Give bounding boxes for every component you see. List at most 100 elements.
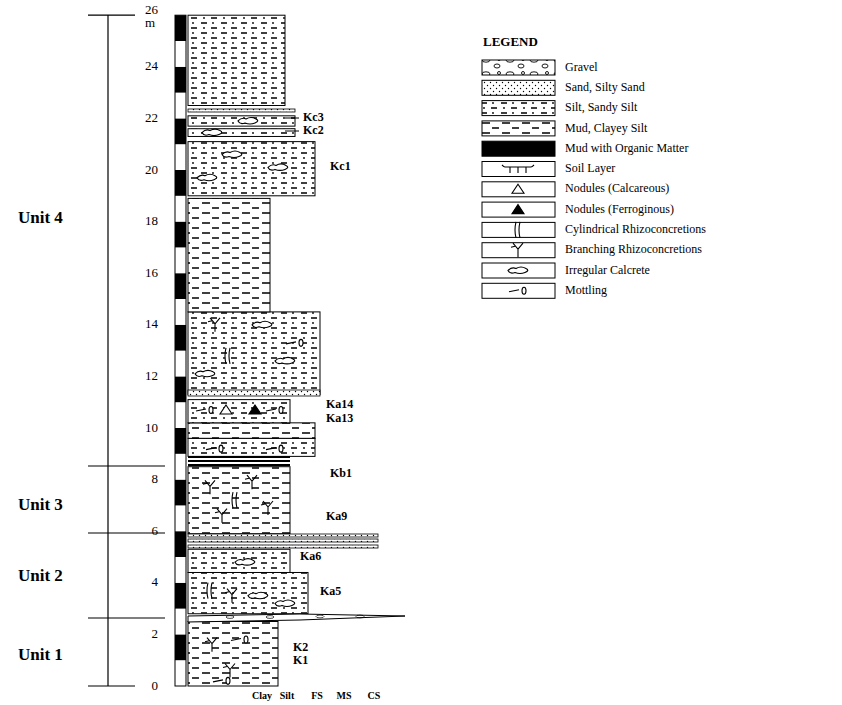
- unit-label: Unit 1: [18, 645, 63, 665]
- sand-layer: [188, 545, 378, 548]
- leader-line: [285, 118, 299, 131]
- unit-label: Unit 4: [18, 208, 63, 228]
- symbol-bra: [203, 480, 215, 494]
- legend-swatch: [482, 222, 555, 237]
- symbol-bra: [215, 509, 227, 523]
- sample-label: Kc3: [303, 111, 324, 125]
- legend-swatch: [482, 121, 555, 136]
- symbol-calc: [508, 267, 528, 274]
- scale-segment: [175, 247, 186, 273]
- scale-segment: [175, 170, 186, 196]
- symbol-mott: [196, 406, 213, 413]
- legend-text: Sand, Silty Sand: [565, 81, 645, 95]
- scale-number: 12: [145, 369, 158, 384]
- symbol-calc: [202, 129, 222, 136]
- legend-text: Cylindrical Rhizoconcretions: [565, 223, 706, 237]
- symbol-cyl: [225, 348, 230, 364]
- grain-size-label: CS: [368, 690, 381, 702]
- symbol-mott: [206, 445, 223, 452]
- legend-swatch: [482, 182, 555, 197]
- legend-text: Branching Rhizoconcretions: [565, 243, 702, 257]
- grain-size-label: FS: [311, 690, 323, 702]
- sample-label: Kc1: [330, 160, 351, 174]
- organic-layer: [188, 460, 290, 462]
- legend-swatch: [482, 60, 555, 75]
- symbol-nfer: [512, 205, 524, 214]
- scale-unit: m: [145, 16, 155, 31]
- scale-bar: [175, 15, 186, 686]
- scale-segment: [175, 15, 186, 41]
- legend-swatch: [482, 80, 555, 95]
- scale-segment: [175, 41, 186, 67]
- symbol-calc: [235, 559, 255, 566]
- symbol-calc: [275, 357, 295, 364]
- symbol-calc: [252, 321, 272, 328]
- gravel-clast: [266, 616, 274, 619]
- thin-layer: [188, 109, 295, 112]
- legend-swatch: [482, 141, 555, 156]
- scale-segment: [175, 118, 186, 144]
- symbol-bra: [205, 638, 217, 652]
- symbol-mott: [266, 445, 283, 452]
- scale-segment: [175, 376, 186, 402]
- sample-label: K1: [293, 654, 308, 668]
- sediment-bed: [188, 400, 290, 423]
- unit-label: Unit 2: [18, 566, 63, 586]
- sediment-bed: [188, 15, 285, 105]
- scale-segment: [175, 557, 186, 583]
- symbol-nfer: [249, 405, 261, 414]
- scale-number: 10: [145, 421, 158, 436]
- gravel-clast: [356, 615, 364, 618]
- sample-label: Ka5: [320, 585, 341, 599]
- symbol-cyl: [515, 222, 520, 238]
- scale-segment: [175, 299, 186, 325]
- scale-segment: [175, 428, 186, 454]
- scale-segment: [175, 505, 186, 531]
- scale-segment: [175, 222, 186, 248]
- sample-label: K2: [293, 641, 308, 655]
- scale-number: 24: [145, 59, 158, 74]
- symbol-calc: [268, 164, 288, 171]
- legend-swatch: [482, 162, 555, 177]
- scale-segment: [175, 531, 186, 557]
- grain-size-label: Clay: [252, 690, 272, 702]
- scale-segment: [175, 325, 186, 351]
- legend-text: Mud, Clayey Silt: [565, 122, 647, 136]
- legend-text: Nodules (Calcareous): [565, 182, 669, 196]
- scale-segment: [175, 67, 186, 93]
- symbol-cyl: [207, 583, 212, 599]
- legend-heading: LEGEND: [483, 35, 538, 50]
- symbol-ncal: [512, 184, 524, 193]
- scale-segment: [175, 634, 186, 660]
- symbol-mott: [231, 636, 248, 643]
- sample-label: Ka13: [326, 412, 353, 426]
- sediment-bed: [188, 142, 315, 196]
- legend-swatch: [482, 263, 555, 278]
- symbol-calc: [197, 174, 217, 181]
- scale-segment: [175, 609, 186, 635]
- symbol-calc: [238, 117, 258, 124]
- legend-text: Mud with Organic Matter: [565, 142, 688, 156]
- symbol-mott: [266, 406, 283, 413]
- sediment-bed: [188, 198, 270, 312]
- symbol-mott: [286, 339, 303, 346]
- sand-layer: [188, 539, 378, 542]
- sediment-bed: [188, 467, 290, 534]
- scale-segment: [175, 454, 186, 480]
- legend-swatch: [482, 202, 555, 217]
- symbol-calc: [195, 370, 215, 377]
- scale-segment: [175, 93, 186, 119]
- symbol-bra: [208, 318, 220, 332]
- symbol-mott: [509, 287, 526, 294]
- legend-swatch: [482, 283, 555, 298]
- grain-size-label: Silt: [280, 690, 294, 702]
- scale-segment: [175, 351, 186, 377]
- scale-number: 20: [145, 163, 158, 178]
- sample-label: Ka14: [326, 398, 353, 412]
- scale-number: 6: [152, 524, 159, 539]
- scale-number: 8: [152, 472, 159, 487]
- unit-label: Unit 3: [18, 495, 63, 515]
- symbol-calc: [248, 592, 268, 599]
- scale-number: 4: [152, 575, 159, 590]
